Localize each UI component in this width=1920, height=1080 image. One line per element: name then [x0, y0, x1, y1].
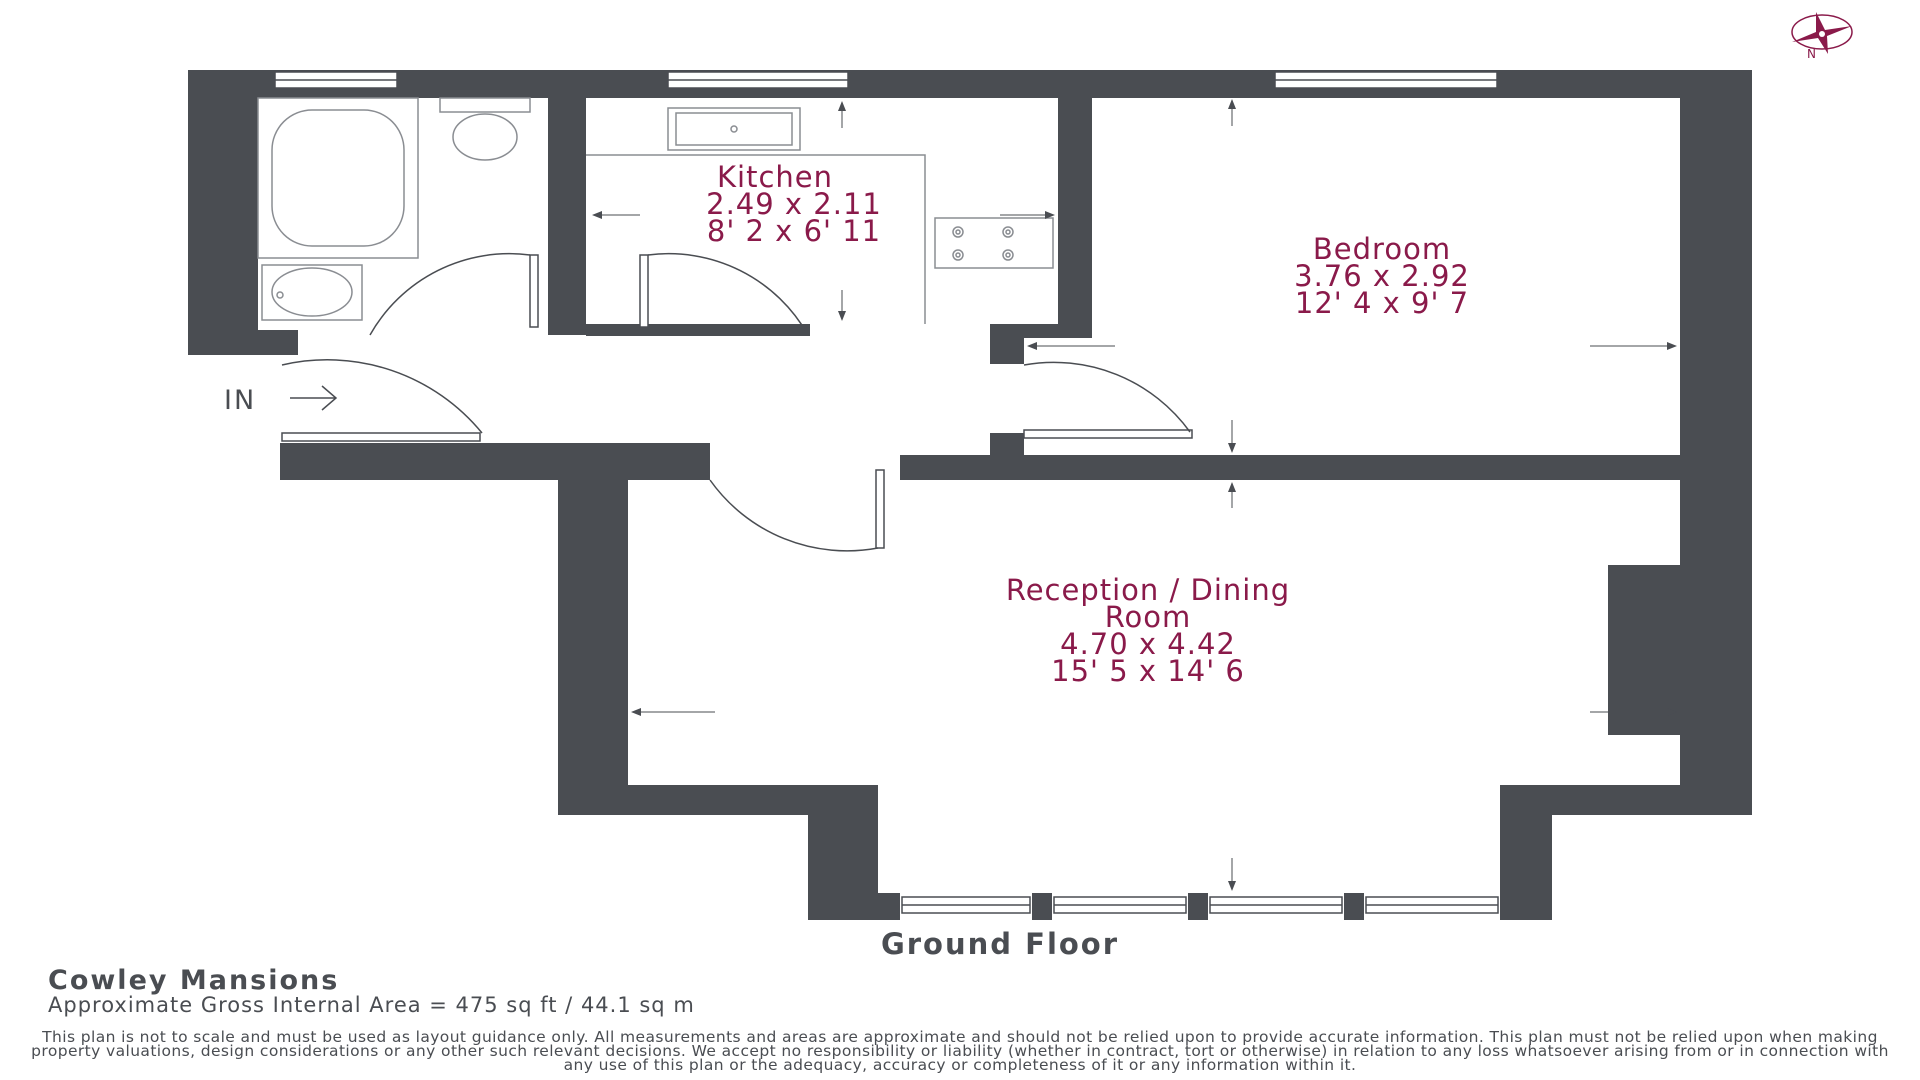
kitchen-metric: 2.49 x 2.11 [706, 187, 882, 221]
reception-name-line2: Room [1105, 600, 1192, 634]
compass-icon: N [1791, 12, 1853, 61]
room-label-reception: Reception / Dining Room 4.70 x 4.42 15' … [1006, 573, 1290, 688]
property-name: Cowley Mansions [48, 965, 340, 996]
toilet-icon [452, 113, 518, 161]
kitchen-sink-icon [667, 107, 801, 151]
walls [188, 70, 1752, 920]
disclaimer-text: This plan is not to scale and must be us… [31, 1028, 1889, 1074]
reception-name-line1: Reception / Dining [1006, 573, 1290, 607]
sink-icon [261, 264, 363, 321]
bathtub-icon [257, 97, 419, 259]
bathtub-basin-icon [271, 109, 405, 247]
bathroom-fixtures [257, 97, 531, 321]
toilet-cistern-icon [439, 97, 531, 113]
dimension-arrows [592, 99, 1677, 891]
kitchen-name: Kitchen [717, 160, 833, 194]
reception-imperial: 15' 5 x 14' 6 [1051, 654, 1245, 688]
gross-internal-area: Approximate Gross Internal Area = 475 sq… [48, 993, 695, 1017]
kitchen-fixtures [586, 107, 1054, 324]
bedroom-metric: 3.76 x 2.92 [1294, 259, 1470, 293]
room-label-kitchen: Kitchen 2.49 x 2.11 8' 2 x 6' 11 [706, 160, 882, 248]
doors [281, 252, 1193, 552]
room-label-bedroom: Bedroom 3.76 x 2.92 12' 4 x 9' 7 [1294, 232, 1470, 320]
floor-title: Ground Floor [880, 927, 1120, 961]
bedroom-imperial: 12' 4 x 9' 7 [1295, 286, 1469, 320]
kitchen-imperial: 8' 2 x 6' 11 [707, 214, 881, 248]
hob-icon [934, 217, 1054, 269]
compass-north-label: N [1807, 47, 1816, 61]
reception-metric: 4.70 x 4.42 [1060, 627, 1236, 661]
bedroom-name: Bedroom [1313, 232, 1451, 266]
entrance-label: IN [224, 385, 256, 416]
windows [274, 71, 1499, 914]
